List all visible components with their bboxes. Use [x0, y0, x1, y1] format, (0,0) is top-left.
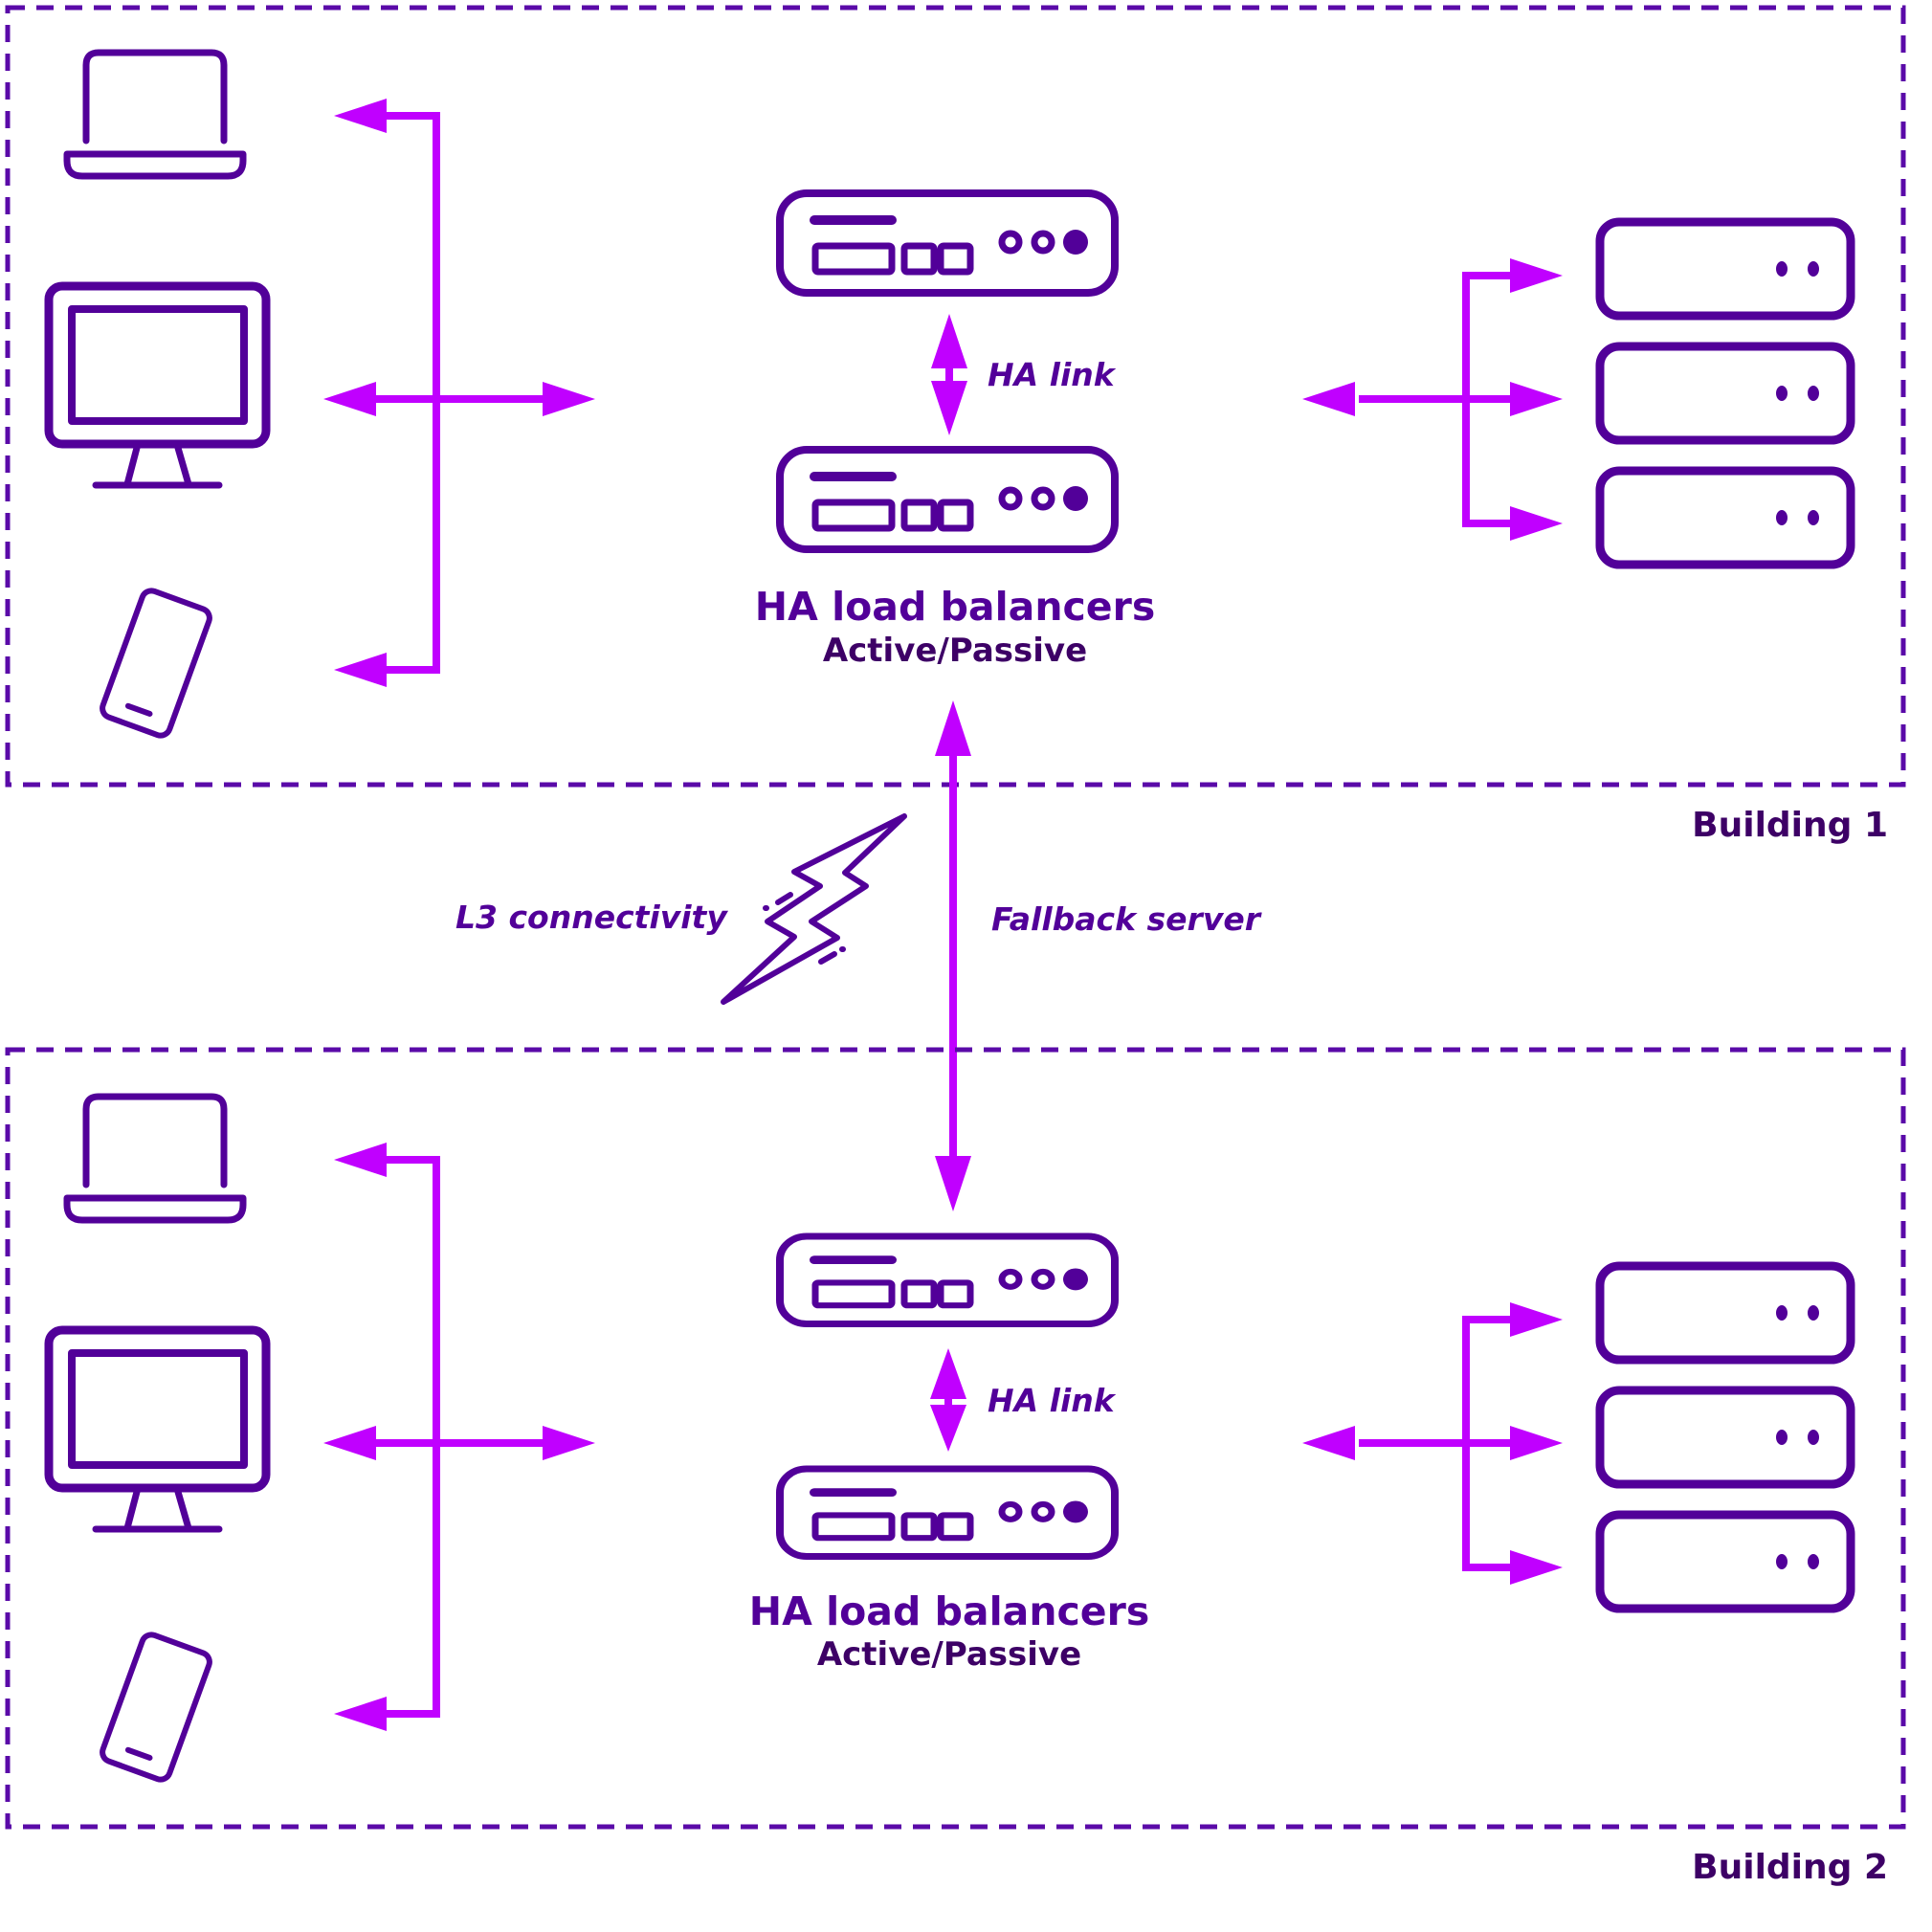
load-balancers-mode: Active/Passive [817, 1635, 1081, 1674]
backend-server-icon [1600, 346, 1851, 440]
arrow-to-server-2 [1510, 1426, 1563, 1460]
arrow-to-phone [334, 1697, 387, 1731]
load-balancers-title: HA load balancers [749, 1588, 1150, 1634]
building-1: Building 1 HA link HA load balancers Act… [5, 5, 1906, 845]
backend-server-icon [1600, 1515, 1851, 1609]
arrow-to-server-3 [1510, 506, 1563, 541]
backend-server-icon [1600, 1266, 1851, 1360]
laptop-icon [67, 53, 243, 176]
monitor-icon [49, 286, 266, 485]
arrow-to-monitor [323, 1426, 376, 1460]
building-2-label: Building 2 [1692, 1848, 1888, 1887]
arrow-to-server-3 [1510, 1550, 1563, 1585]
lightning-bolt-icon [721, 813, 907, 1005]
ha-link-arrow-down [930, 1405, 966, 1452]
phone-icon [100, 588, 211, 739]
l3-connectivity-label: L3 connectivity [455, 899, 728, 936]
arrow-to-load-balancers [543, 382, 595, 416]
ha-link: HA link [930, 1348, 1117, 1452]
fallback-arrow-down [935, 1156, 971, 1211]
client-devices [49, 1097, 266, 1782]
ha-link-arrow-down [931, 381, 967, 435]
ha-link-arrow-up [931, 314, 967, 368]
inter-building-links: Fallback server L3 connectivity [455, 700, 1262, 1211]
load-balancer-passive [780, 450, 1115, 549]
fallback-server-label: Fallback server [991, 900, 1262, 938]
building-2-boundary [5, 1047, 1906, 1830]
laptop-icon [67, 1097, 243, 1220]
arrow-to-server-1 [1510, 1302, 1563, 1337]
ha-link: HA link [931, 314, 1117, 435]
load-balancers-title: HA load balancers [755, 584, 1156, 630]
load-balancer-active [780, 193, 1115, 293]
client-link-bus [323, 1143, 595, 1731]
backend-server-icon [1600, 222, 1851, 316]
building-2: Building 2 HA link HA load balancers Act… [5, 1047, 1906, 1887]
fallback-arrow-up [935, 700, 971, 756]
client-devices [49, 53, 266, 738]
backend-server-icon [1600, 471, 1851, 565]
backend-server-icon [1600, 1390, 1851, 1484]
ha-link-arrow-up [930, 1348, 966, 1399]
ha-link-label: HA link [988, 356, 1117, 393]
arrow-to-monitor [323, 382, 376, 416]
server-link-bus [1302, 258, 1563, 541]
server-link-bus [1302, 1302, 1563, 1585]
load-balancer-active [780, 1236, 1115, 1324]
load-balancer-passive [780, 1469, 1115, 1557]
arrow-to-server-2 [1510, 382, 1563, 416]
arrow-to-load-balancers [1302, 1426, 1355, 1460]
arrow-to-laptop [334, 1143, 387, 1177]
client-link-bus [323, 99, 595, 687]
arrow-to-phone [334, 653, 387, 687]
arrow-to-server-1 [1510, 258, 1563, 293]
ha-link-label: HA link [988, 1382, 1117, 1419]
phone-icon [100, 1632, 211, 1783]
monitor-icon [49, 1330, 266, 1529]
arrow-to-load-balancers [1302, 382, 1355, 416]
arrow-to-load-balancers [543, 1426, 595, 1460]
arrow-to-laptop [334, 99, 387, 133]
building-1-label: Building 1 [1692, 806, 1888, 845]
load-balancers-mode: Active/Passive [823, 632, 1087, 670]
